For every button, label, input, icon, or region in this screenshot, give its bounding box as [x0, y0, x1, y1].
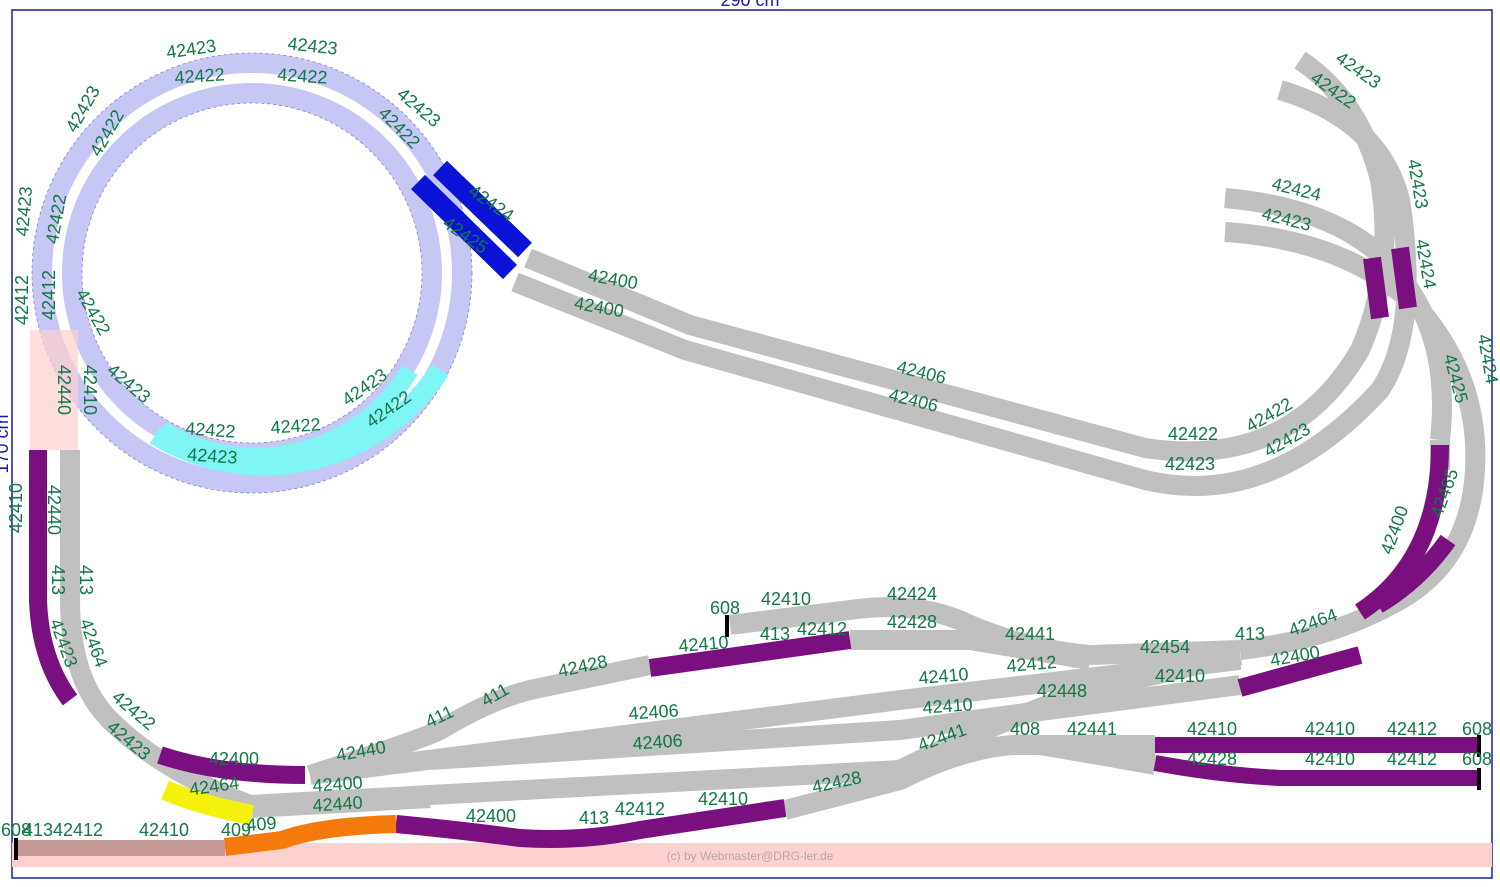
siding-up-left — [306, 655, 653, 785]
buffer-stop-left — [14, 838, 18, 860]
track-label: 42410 — [1187, 719, 1237, 739]
track-label: 413 — [48, 565, 68, 595]
copyright-text: (c) by Webmaster@DRG-ler.de — [667, 849, 834, 863]
track-label: 42400 — [466, 806, 516, 826]
track-label: 42410 — [1155, 666, 1205, 686]
track-label: 42454 — [1140, 637, 1190, 657]
track-label: 42440 — [312, 792, 363, 815]
helix-inner-cyan — [157, 365, 418, 466]
helix-exit-blue-1 — [411, 174, 517, 280]
top-siding-2 — [850, 630, 1092, 670]
purple-middle-segment — [648, 631, 852, 677]
track-label: 413 — [1235, 624, 1265, 644]
track-label: 42422 — [174, 64, 225, 87]
yellow-turnout — [161, 780, 254, 825]
left-purple-vertical — [29, 450, 78, 706]
orange-turnout — [223, 815, 397, 856]
track-label: 408 — [1010, 719, 1040, 739]
yard-lead-2 — [782, 734, 1157, 820]
track-label: 608 — [710, 598, 740, 618]
track-label: 42440 — [54, 365, 74, 415]
track-label: 42423 — [12, 186, 36, 238]
track-label: 42422 — [277, 64, 328, 87]
track-label: 42400 — [312, 772, 363, 795]
buffer-stop-middle — [725, 615, 729, 637]
track-label: 42412 — [615, 799, 665, 819]
track-label: 42400 — [209, 749, 259, 769]
track-label: 42410 — [1305, 719, 1355, 739]
track-label: 42448 — [1037, 681, 1087, 701]
track-label: 409 — [221, 820, 251, 840]
helix-inner-edge — [81, 102, 423, 444]
track-label: 42423 — [1165, 454, 1215, 474]
station-track-lower — [251, 788, 431, 818]
outer-right-loop — [1224, 222, 1486, 660]
height-dimension: 170 cm — [0, 414, 12, 473]
track-label: 413 — [23, 820, 53, 840]
track-label: 42441 — [1067, 719, 1117, 739]
helix-outer-edge — [31, 52, 473, 494]
track-label: 42410 — [761, 589, 811, 609]
track-label: 42406 — [628, 700, 679, 723]
track-label: 42424 — [887, 584, 937, 604]
width-dimension: 290 cm — [720, 0, 779, 10]
purple-lower-left-arc — [157, 746, 306, 784]
track-label: 42412 — [1006, 652, 1058, 676]
track-label: 42410 — [678, 632, 730, 656]
purple-top-right-1 — [1363, 256, 1389, 320]
track-label: 42422 — [1168, 424, 1218, 444]
helix-outer-track — [32, 53, 472, 493]
helix — [31, 52, 532, 494]
track-label: 42441 — [1005, 624, 1055, 644]
track-label: 42428 — [887, 612, 937, 632]
track-label: 42440 — [44, 485, 64, 535]
track-label: 42422 — [270, 414, 321, 437]
track-label: 42412 — [39, 270, 59, 320]
track-label: 42422 — [185, 418, 236, 441]
track-label: 42410 — [918, 664, 970, 688]
track-label: 42412 — [12, 275, 32, 325]
track-label: 42412 — [1387, 719, 1437, 739]
track-label: 42406 — [632, 730, 683, 753]
track-label: 42412 — [53, 820, 103, 840]
grey-tracks — [60, 51, 1486, 820]
track-label: 608 — [1462, 719, 1492, 739]
helix-exit-blue-2 — [433, 160, 532, 258]
purple-top-right-2 — [1391, 246, 1417, 310]
pink-box — [30, 330, 78, 450]
track-label: 42412 — [797, 619, 847, 639]
track-label: 42410 — [1305, 749, 1355, 769]
track-label: 42412 — [1387, 749, 1437, 769]
track-label: 42410 — [6, 483, 26, 533]
track-label: 42428 — [1187, 749, 1237, 769]
buffer-stop-right-1 — [1477, 735, 1481, 757]
purple-bottom-line — [395, 799, 787, 848]
track-label: 42410 — [698, 789, 748, 809]
purple-yard-track-2 — [1153, 755, 1480, 786]
purple-right-middle — [1237, 646, 1363, 697]
track-label: 608 — [1, 820, 31, 840]
track-label: 409 — [246, 813, 278, 836]
track-label: 42423 — [187, 444, 238, 467]
track-label: 42410 — [80, 365, 100, 415]
purple-right-arc-2 — [1373, 534, 1456, 613]
track-label: 413 — [76, 565, 96, 595]
track-label: 42410 — [922, 694, 973, 717]
purple-tracks — [29, 246, 1480, 848]
track-label: 608 — [1462, 749, 1492, 769]
track-label: 413 — [760, 624, 790, 644]
track-label: 413 — [579, 808, 609, 828]
middle-track-2 — [429, 675, 1242, 770]
track-label: 42410 — [139, 820, 189, 840]
buffer-stop-right-2 — [1477, 768, 1481, 790]
